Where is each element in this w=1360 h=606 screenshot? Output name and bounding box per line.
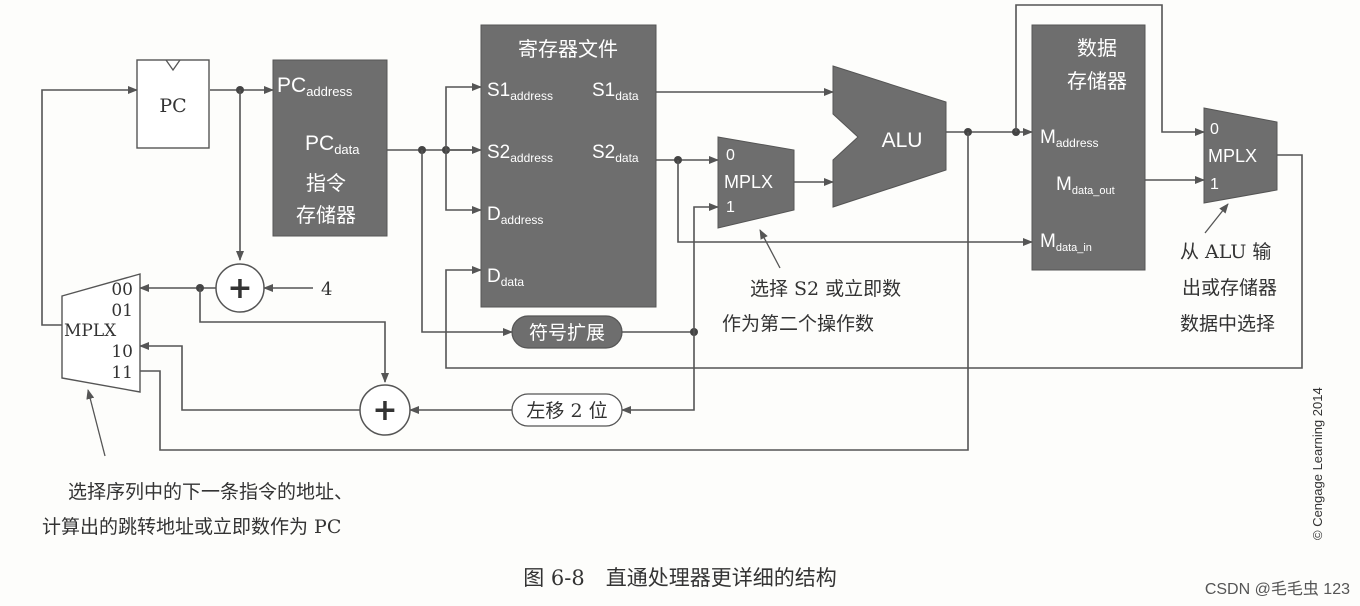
m-data-in-sub: data_in — [1056, 242, 1092, 254]
pc-address-sub: address — [306, 84, 353, 99]
mplx-pc-in11: 11 — [111, 363, 133, 383]
sign-extend-label: 符号扩展 — [529, 322, 605, 344]
d-address-sub: address — [501, 213, 544, 227]
data-mem-name-2: 存储器 — [1067, 69, 1127, 93]
annotations: 选择 S2 或立即数 作为第二个操作数 从 ALU 输 出或存储器 数据中选择 … — [42, 241, 1277, 538]
d-address-label: D — [487, 204, 501, 225]
mplx-out-note-2: 出或存储器 — [1182, 277, 1277, 299]
svg-text:S2address: S2address — [487, 142, 553, 165]
s2-data-label: S2 — [592, 142, 615, 163]
shift-left-label: 左移 2 位 — [526, 400, 607, 422]
s1-data-label: S1 — [592, 80, 615, 101]
d-data-label: D — [487, 266, 501, 287]
mplx-output: 0 MPLX 1 — [1203, 107, 1278, 204]
d-data-sub: data — [501, 275, 525, 289]
m-data-out-sub: data_out — [1072, 185, 1115, 197]
mplx-out-note-1: 从 ALU 输 — [1180, 241, 1271, 263]
shift-left: 左移 2 位 — [511, 393, 623, 427]
mplx-out-label: MPLX — [1208, 146, 1257, 166]
pc-data-label: PC — [305, 132, 334, 155]
sign-extend: 符号扩展 — [511, 315, 623, 349]
mplx-out-in0: 0 — [1210, 121, 1219, 138]
mplx-out-in1: 1 — [1210, 176, 1219, 193]
instr-mem-name-1: 指令 — [306, 171, 346, 195]
register-file: 寄存器文件 S1address S2address Daddress Ddata… — [480, 24, 657, 308]
mplx-alu-in1: 1 — [726, 199, 735, 216]
svg-text:Mdata_out: Mdata_out — [1056, 174, 1115, 197]
pc-data-sub: data — [334, 142, 360, 157]
pc-address-label: PC — [277, 74, 306, 97]
mplx-alu-note-1: 选择 S2 或立即数 — [750, 278, 901, 300]
adder-pc-plus-4: + — [215, 263, 265, 313]
svg-text:Maddress: Maddress — [1040, 127, 1099, 150]
data-mem-name-1: 数据 — [1077, 36, 1117, 60]
csdn-watermark: CSDN @毛毛虫 123 — [1205, 580, 1350, 598]
m-data-in-label: M — [1040, 231, 1056, 252]
mplx-out-note-3: 数据中选择 — [1180, 313, 1275, 335]
mplx-pc-note-2: 计算出的跳转地址或立即数作为 PC — [42, 516, 341, 538]
copyright-notice: © Cengage Learning 2014 — [1310, 387, 1325, 540]
data-memory: 数据 存储器 Maddress Mdata_out Mdata_in — [1031, 24, 1146, 271]
mplx-alu-note-2: 作为第二个操作数 — [722, 313, 874, 335]
svg-text:Mdata_in: Mdata_in — [1040, 231, 1092, 254]
s2-address-sub: address — [510, 151, 553, 165]
s1-address-label: S1 — [487, 80, 510, 101]
register-file-title: 寄存器文件 — [518, 37, 618, 61]
alu: ALU — [832, 65, 947, 208]
mplx-pc-label: MPLX — [64, 321, 117, 341]
svg-text:Ddata: Ddata — [487, 266, 524, 289]
adder-branch: + — [359, 384, 411, 436]
instr-mem-name-2: 存储器 — [296, 203, 356, 227]
mplx-alu-label: MPLX — [724, 172, 773, 192]
mplx-pc-note-1: 选择序列中的下一条指令的地址、 — [68, 481, 353, 503]
m-address-sub: address — [1056, 136, 1099, 150]
mplx-pc-in01: 01 — [111, 301, 133, 321]
svg-text:S2data: S2data — [592, 142, 639, 165]
pc-register: PC — [136, 59, 210, 149]
m-data-out-label: M — [1056, 174, 1072, 195]
adder-symbol-1: + — [227, 271, 252, 306]
instruction-memory: PCaddress PCdata 指令 存储器 — [272, 59, 388, 237]
const-four: 4 — [321, 279, 332, 300]
svg-text:Daddress: Daddress — [487, 204, 543, 227]
alu-label: ALU — [882, 129, 923, 152]
mplx-pc-select: 00 01 MPLX 10 11 — [61, 273, 141, 393]
s1-address-sub: address — [510, 89, 553, 103]
m-address-label: M — [1040, 127, 1056, 148]
svg-text:PCaddress: PCaddress — [277, 74, 353, 99]
mplx-pc-in00: 00 — [111, 280, 133, 300]
wires — [41, 4, 1303, 457]
svg-text:S1data: S1data — [592, 80, 639, 103]
mplx-alu-in0: 0 — [726, 147, 735, 164]
pc-label: PC — [159, 95, 186, 117]
mplx-alu-input: 0 MPLX 1 — [717, 136, 795, 229]
figure-caption: 图 6-8 直通处理器更详细的结构 — [523, 566, 837, 590]
svg-text:PCdata: PCdata — [305, 132, 360, 157]
s2-data-sub: data — [615, 151, 639, 165]
mplx-pc-in10: 10 — [111, 342, 133, 362]
s1-data-sub: data — [615, 89, 639, 103]
adder-symbol-2: + — [372, 393, 397, 428]
s2-address-label: S2 — [487, 142, 510, 163]
svg-text:S1address: S1address — [487, 80, 553, 103]
